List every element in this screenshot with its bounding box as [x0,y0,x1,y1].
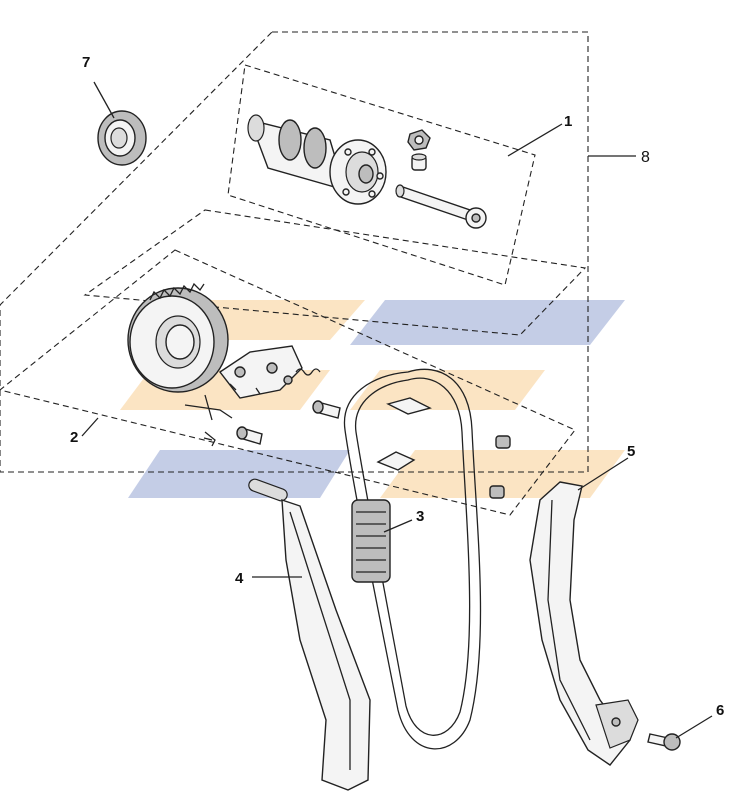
chain-tensioner-guide [529,481,639,766]
bolt-small-b [489,485,505,499]
cam-pin [395,184,487,229]
decompressor-group-frame [0,249,576,516]
watermark-blue-stripe-bottom [128,450,350,498]
callout-6: 6 [716,702,724,719]
cam-bushing [411,153,427,171]
callout-2: 2 [70,429,78,446]
watermark-blue-stripe-top [350,300,625,345]
decompressor-clip-a [203,431,216,447]
decompressor-lever [184,394,233,421]
callout-8: 8 [641,149,650,166]
decompressor-bolt-b [236,426,263,445]
chain-link-section [351,499,391,583]
leader-line-6 [675,715,713,739]
leader-line-5 [577,457,629,491]
tensioner-bolt [647,733,681,751]
leader-line-1 [507,123,563,157]
decompressor-spring [295,368,321,376]
camshaft-group-frame [227,64,536,286]
bolt-small-a [495,435,511,449]
oil-seal [97,110,147,166]
sprocket-group-frame [83,209,587,336]
decompressor-bolt-a [312,400,341,419]
cam-chain [343,368,482,750]
callout-5: 5 [627,443,635,460]
leader-line-7 [93,81,115,119]
decompressor-bracket-a [386,397,432,415]
callout-1: 1 [564,113,572,130]
cam-nut [407,129,431,151]
decompressor-weight [218,345,303,399]
callout-4: 4 [235,570,244,587]
chain-guide [248,478,371,791]
leader-line-3 [383,519,413,533]
cam-sprocket [127,282,229,393]
assembly-8-boundary [0,31,589,473]
callout-7: 7 [82,54,90,71]
camshaft [247,114,387,205]
leader-line-2 [81,417,99,437]
decompressor-bracket-b [376,451,416,471]
callout-3: 3 [416,508,424,525]
